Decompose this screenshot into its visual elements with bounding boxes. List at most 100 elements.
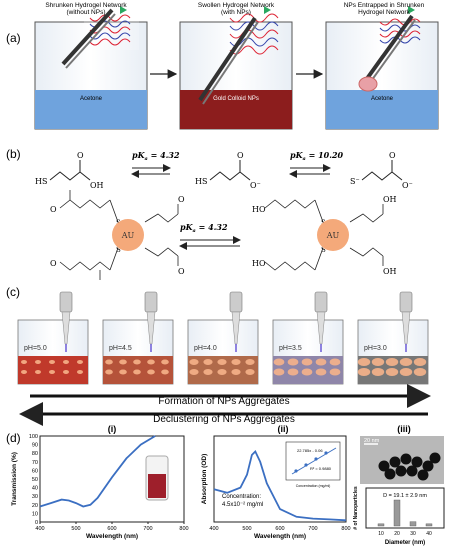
acetone-liquid (326, 90, 438, 129)
transmission-line (39, 435, 156, 508)
concentration-value: 4.5x10⁻² mg/ml (222, 502, 263, 508)
pka-2: pKa = 10.20 (290, 150, 344, 162)
ph-beaker: pH=5.0 (17, 291, 89, 385)
hs-label: HS (35, 177, 47, 186)
y-tick-label: 40 (32, 486, 38, 492)
beaker-acetone-entrapped: Acetone NPs Entrapped in Shrunken Hydrog… (325, 2, 439, 130)
x-tick-label: 400 (35, 526, 44, 532)
svg-text:S: S (321, 246, 326, 254)
histogram-bar (393, 499, 401, 527)
y-tick-label: 80 (32, 451, 38, 457)
chemical-equilibria: HS O OH pKa = 4.32 HS O O− pKa = 10.20 S… (35, 150, 413, 280)
liquid-label: Acetone (371, 96, 394, 102)
ph-beaker: pH=3.0 (357, 291, 429, 385)
x-tick-label: 800 (341, 526, 350, 532)
histogram-bar (425, 523, 433, 527)
svg-text:HO: HO (252, 205, 266, 214)
svg-text:S: S (116, 246, 121, 254)
histogram-bar (409, 521, 417, 527)
beaker-gold-colloid: Gold Colloid NPs Swollen Hydrogel Networ… (179, 2, 293, 130)
svg-text:AU: AU (326, 231, 340, 240)
chart-i-ylabel: Transmission (%) (11, 452, 18, 506)
acetone-liquid (35, 90, 147, 129)
tweezers-icon (61, 8, 116, 69)
chart-iii-xlabel: Diameter (nm) (385, 540, 425, 546)
hs-label: HS (195, 177, 207, 186)
scale-label: 20 nm (364, 438, 380, 444)
x-tick-label: 400 (209, 526, 218, 532)
chart-i-xlabel: Wavelength (nm) (86, 533, 138, 540)
chart-i-label: (i) (108, 424, 117, 434)
liquid-label: Gold Colloid NPs (213, 96, 259, 102)
pka-3: pKa = 4.32 (180, 222, 228, 234)
x-tick-label: 800 (179, 526, 188, 532)
x-tick-label: 600 (107, 526, 116, 532)
beaker1-title: Shrunken Hydrogel Network (45, 2, 127, 9)
pipette-icon (59, 291, 73, 352)
beaker1-subtitle: (without NPs) (66, 9, 105, 16)
x-tick-label: 30 (410, 531, 416, 537)
ph-beaker: pH=3.5 (272, 291, 344, 385)
x-tick-label: 600 (275, 526, 284, 532)
svg-text:O: O (50, 259, 57, 268)
x-tick-label: 20 (394, 531, 400, 537)
beaker3-title: NPs Entrapped in Shrunken (344, 2, 425, 9)
svg-text:R² = 0.9880: R² = 0.9880 (310, 466, 332, 471)
svg-text:AU: AU (121, 231, 135, 240)
o-minus-label: O− (402, 181, 413, 190)
y-tick-label: 20 (32, 503, 38, 509)
x-tick-label: 40 (426, 531, 432, 537)
o-label: O (77, 151, 84, 160)
beaker2-subtitle: (with NPs) (221, 9, 251, 16)
ph-beaker: pH=4.0 (187, 291, 259, 385)
beaker-acetone-shrunken: Acetone Shrunken Hydrogel Network (witho… (34, 2, 148, 130)
y-tick-label: 0 (35, 520, 38, 526)
beaker2-title: Swollen Hydrogel Network (198, 2, 275, 9)
formation-label: Formation of NPs Aggregates (158, 396, 289, 407)
ph-label: pH=3.5 (279, 345, 302, 352)
pka-1: pKa = 4.32 (132, 150, 180, 162)
svg-text:OH: OH (383, 195, 397, 204)
flag-icon (408, 6, 415, 14)
panel-a-label: (a) (6, 31, 21, 45)
liquid-label: Acetone (80, 96, 103, 102)
concentration-label: Concentration: (222, 494, 261, 500)
pipette-icon (144, 291, 158, 352)
plot-area (213, 435, 347, 523)
y-tick-label: 30 (32, 494, 38, 500)
flag-icon (264, 6, 271, 14)
ph-label: pH=4.0 (194, 345, 217, 352)
absorption-line (213, 449, 347, 522)
x-tick-label: 10 (378, 531, 384, 537)
vial-image (145, 455, 169, 501)
s-minus-label: S− (350, 177, 360, 186)
tweezers-icon (198, 16, 259, 105)
x-tick-label: 500 (242, 526, 251, 532)
y-tick-label: 60 (32, 468, 38, 474)
y-tick-label: 50 (32, 477, 38, 483)
panel-d-label: (d) (6, 431, 21, 445)
svg-text:HO: HO (252, 259, 266, 268)
pipette-icon (399, 291, 413, 352)
chart-ii-label: (ii) (278, 424, 289, 434)
y-tick-label: 10 (32, 511, 38, 517)
svg-text:OH: OH (383, 267, 397, 276)
x-tick-label: 500 (71, 526, 80, 532)
gold-nanoparticle-1: O O O O S S AU (50, 190, 185, 280)
x-tick-label: 700 (143, 526, 152, 532)
svg-text:O: O (50, 205, 57, 214)
histogram-area (365, 487, 445, 529)
x-tick-label: 700 (308, 526, 317, 532)
au-core (112, 219, 144, 251)
beaker3-subtitle: Hydrogel Network (358, 9, 410, 16)
panel-b-label: (b) (6, 147, 21, 161)
y-tick-label: 100 (29, 434, 38, 440)
o-label: O (389, 151, 396, 160)
flag-icon (120, 6, 127, 14)
o-minus-label: O− (250, 181, 261, 190)
pipette-icon (229, 291, 243, 352)
svg-text:O: O (178, 195, 185, 204)
